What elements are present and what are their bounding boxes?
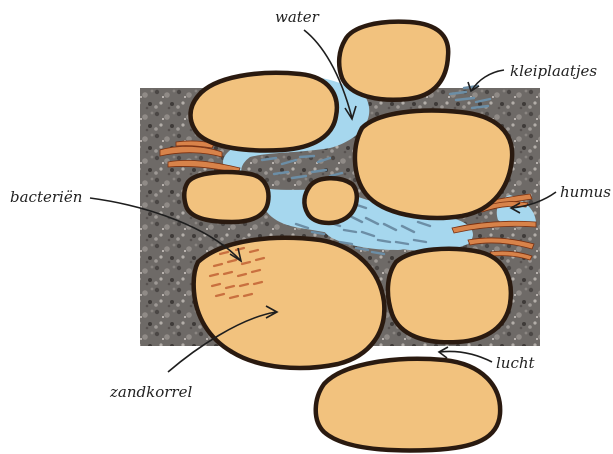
label-bacterien: bacteriën (10, 188, 82, 206)
label-kleiplaatjes: kleiplaatjes (510, 62, 597, 80)
sand-grain (191, 73, 337, 151)
label-water: water (275, 8, 320, 26)
sand-grain (339, 22, 448, 100)
label-zandkorrel: zandkorrel (109, 383, 192, 401)
label-lucht: lucht (496, 354, 536, 372)
sand-grain (355, 111, 512, 218)
sand-grain (304, 178, 356, 223)
sand-grain (184, 172, 268, 222)
sand-grain (316, 359, 500, 451)
lucht-arrowhead (439, 347, 448, 358)
sand-grain (388, 249, 511, 342)
sand-grain (194, 238, 385, 368)
label-humus: humus (560, 183, 611, 201)
